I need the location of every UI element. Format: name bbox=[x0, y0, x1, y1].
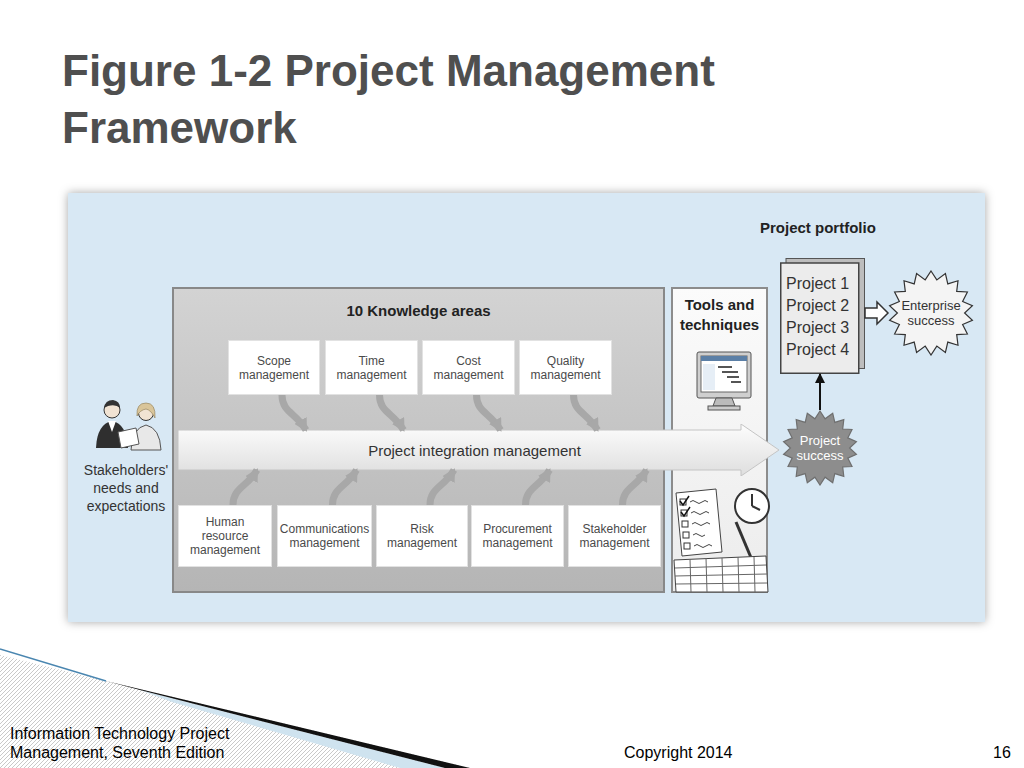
project-name: Project 4 bbox=[786, 339, 865, 361]
knowledge-area-box: Cost management bbox=[422, 340, 515, 395]
knowledge-area-box: Stakeholder management bbox=[568, 505, 661, 567]
band-label: Project integration management bbox=[368, 442, 581, 459]
project-name: Project 1 bbox=[786, 273, 865, 295]
knowledge-area-box: Communications management bbox=[277, 505, 372, 567]
knowledge-area-box: Scope management bbox=[228, 340, 320, 395]
knowledge-area-box: Time management bbox=[325, 340, 418, 395]
hatched-corner bbox=[0, 655, 470, 768]
portfolio-folder: Project portfolioProject 1Project 2Proje… bbox=[758, 218, 888, 378]
box-heading: 10 Knowledge areas bbox=[174, 302, 663, 320]
box-label: Risk management bbox=[380, 522, 464, 550]
starburst bbox=[890, 271, 973, 355]
woman-body bbox=[131, 425, 161, 450]
man-hair bbox=[104, 400, 120, 408]
enterprise-starburst: Enterprise success bbox=[888, 270, 974, 356]
box-label: Time management bbox=[329, 354, 414, 382]
integration-arrow-band: Project integration management bbox=[178, 424, 779, 476]
folder-list: Project 1Project 2Project 3Project 4 bbox=[780, 258, 865, 374]
knowledge-area-box: Risk management bbox=[376, 505, 468, 567]
box-label: Communications management bbox=[279, 522, 370, 550]
box-label: Procurement management bbox=[475, 522, 560, 550]
woman-head bbox=[139, 406, 154, 421]
footer-book-title: Information Technology Project Managemen… bbox=[10, 724, 260, 762]
woman-hair bbox=[137, 403, 155, 418]
project-name: Project 2 bbox=[786, 295, 865, 317]
knowledge-area-box: Procurement management bbox=[471, 505, 564, 567]
starburst bbox=[784, 411, 857, 485]
man-head bbox=[104, 402, 120, 418]
starburst-label: Enterprise success bbox=[899, 298, 963, 328]
box-heading: Tools and techniques bbox=[673, 295, 766, 335]
connector-arrow bbox=[819, 374, 821, 410]
box-label: Cost management bbox=[426, 354, 511, 382]
knowledge-area-box: Human resource management bbox=[178, 505, 272, 567]
footer-copyright: Copyright 2014 bbox=[624, 743, 764, 762]
stakeholders-label: Stakeholders' needs and expectations bbox=[78, 461, 174, 515]
box-label: Human resource management bbox=[190, 515, 260, 557]
band-text-wrap: Project integration management bbox=[178, 424, 779, 476]
starburst-label: Project success bbox=[788, 433, 852, 463]
blue-line bbox=[0, 649, 106, 681]
man-shirt bbox=[108, 421, 116, 432]
block-arrow bbox=[865, 302, 888, 324]
project-name: Project 3 bbox=[786, 317, 865, 339]
folder-heading: Project portfolio bbox=[760, 218, 876, 238]
stakeholder-people bbox=[96, 400, 161, 450]
knowledge-area-box: Quality management bbox=[519, 340, 612, 395]
box-label: Quality management bbox=[523, 354, 608, 382]
box-label: Stakeholder management bbox=[572, 522, 657, 550]
box-label: Scope management bbox=[232, 354, 316, 382]
knowledge-areas-box: 10 Knowledge areasScope management Time m… bbox=[172, 287, 665, 593]
paper bbox=[118, 428, 139, 448]
page-number: 16 bbox=[993, 743, 1021, 762]
success-starburst: Project success bbox=[782, 410, 858, 486]
folder-anchor: Project 1Project 2Project 3Project 4 bbox=[780, 258, 865, 374]
slide-title: Figure 1-2 Project Management Framework bbox=[62, 42, 862, 156]
man-body bbox=[96, 421, 128, 448]
band-arrow bbox=[178, 424, 779, 476]
